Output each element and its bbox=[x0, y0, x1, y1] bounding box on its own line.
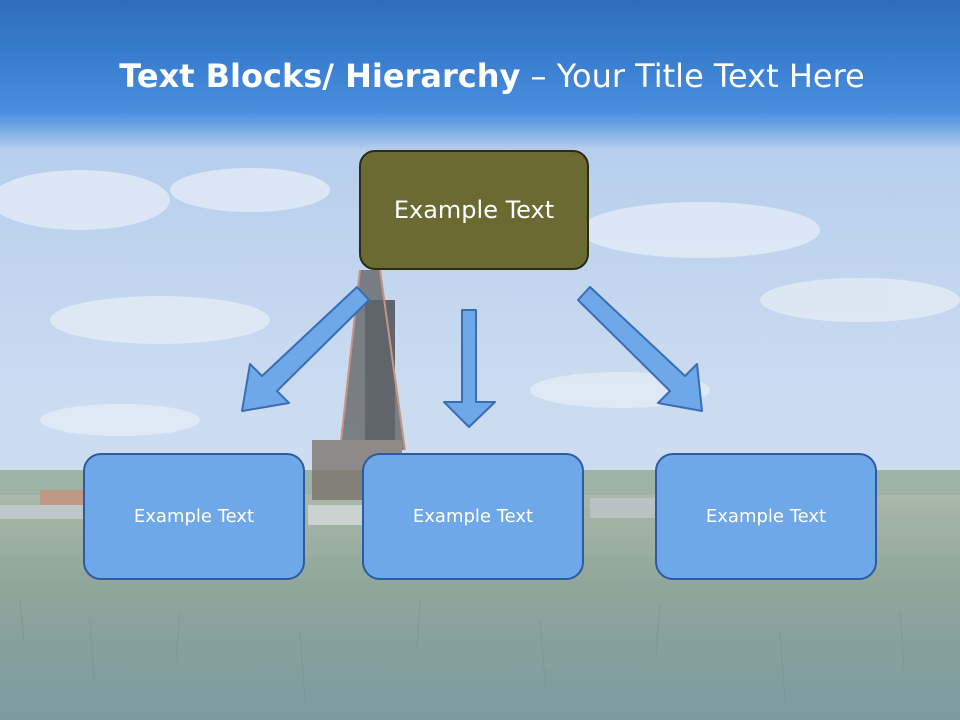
top-box[interactable]: Example Text bbox=[359, 150, 589, 270]
child-box-center[interactable]: Example Text bbox=[362, 453, 584, 580]
title-separator: – bbox=[520, 57, 557, 95]
slide-title: Text Blocks/ Hierarchy – Your Title Text… bbox=[0, 52, 960, 100]
top-box-label: Example Text bbox=[393, 196, 555, 224]
child-box-label: Example Text bbox=[705, 506, 827, 527]
child-box-right[interactable]: Example Text bbox=[655, 453, 877, 580]
child-box-left[interactable]: Example Text bbox=[83, 453, 305, 580]
child-box-label: Example Text bbox=[412, 506, 534, 527]
title-normal-text: Your Title Text Here bbox=[556, 57, 865, 95]
child-box-label: Example Text bbox=[133, 506, 255, 527]
title-band bbox=[0, 0, 960, 150]
title-bold-text: Text Blocks/ Hierarchy bbox=[119, 57, 521, 95]
